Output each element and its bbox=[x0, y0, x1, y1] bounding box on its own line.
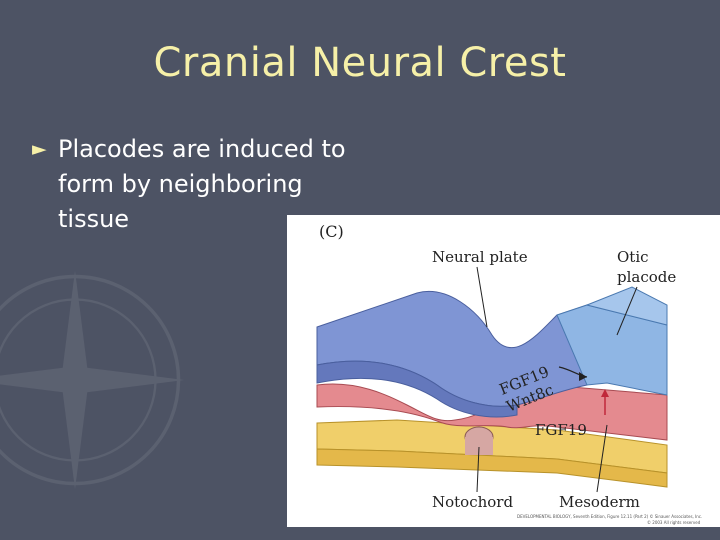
bullet-arrow-icon: ► bbox=[32, 138, 47, 160]
panel-label: (C) bbox=[319, 222, 344, 241]
bullet-list: ► Placodes are induced to form by neighb… bbox=[32, 132, 362, 237]
credit-line-1: DEVELOPMENTAL BIOLOGY, Seventh Edition, … bbox=[517, 514, 702, 519]
neural-crest-diagram: (C) Neural plate Otic placode FGF19 Wnt8… bbox=[316, 222, 702, 525]
slide-title: Cranial Neural Crest bbox=[153, 40, 567, 86]
otic-placode-top bbox=[585, 286, 668, 326]
label-mesoderm: Mesoderm bbox=[559, 493, 640, 511]
credit-line-2: © 2003 All rights reserved bbox=[647, 520, 701, 525]
label-otic-line1: Otic bbox=[617, 248, 649, 266]
neural-plate-front bbox=[316, 360, 518, 418]
bullet-item: ► Placodes are induced to form by neighb… bbox=[32, 132, 362, 237]
figure-panel: (C) Neural plate Otic placode FGF19 Wnt8… bbox=[287, 215, 720, 527]
label-notochord: Notochord bbox=[432, 493, 513, 511]
label-otic-line2: placode bbox=[617, 268, 676, 286]
compass-watermark bbox=[0, 270, 185, 490]
bullet-text: Placodes are induced to form by neighbor… bbox=[58, 135, 346, 233]
label-fgf19-bottom: FGF19 bbox=[535, 421, 587, 439]
endoderm-front bbox=[316, 448, 668, 488]
label-neural-plate: Neural plate bbox=[432, 248, 528, 266]
